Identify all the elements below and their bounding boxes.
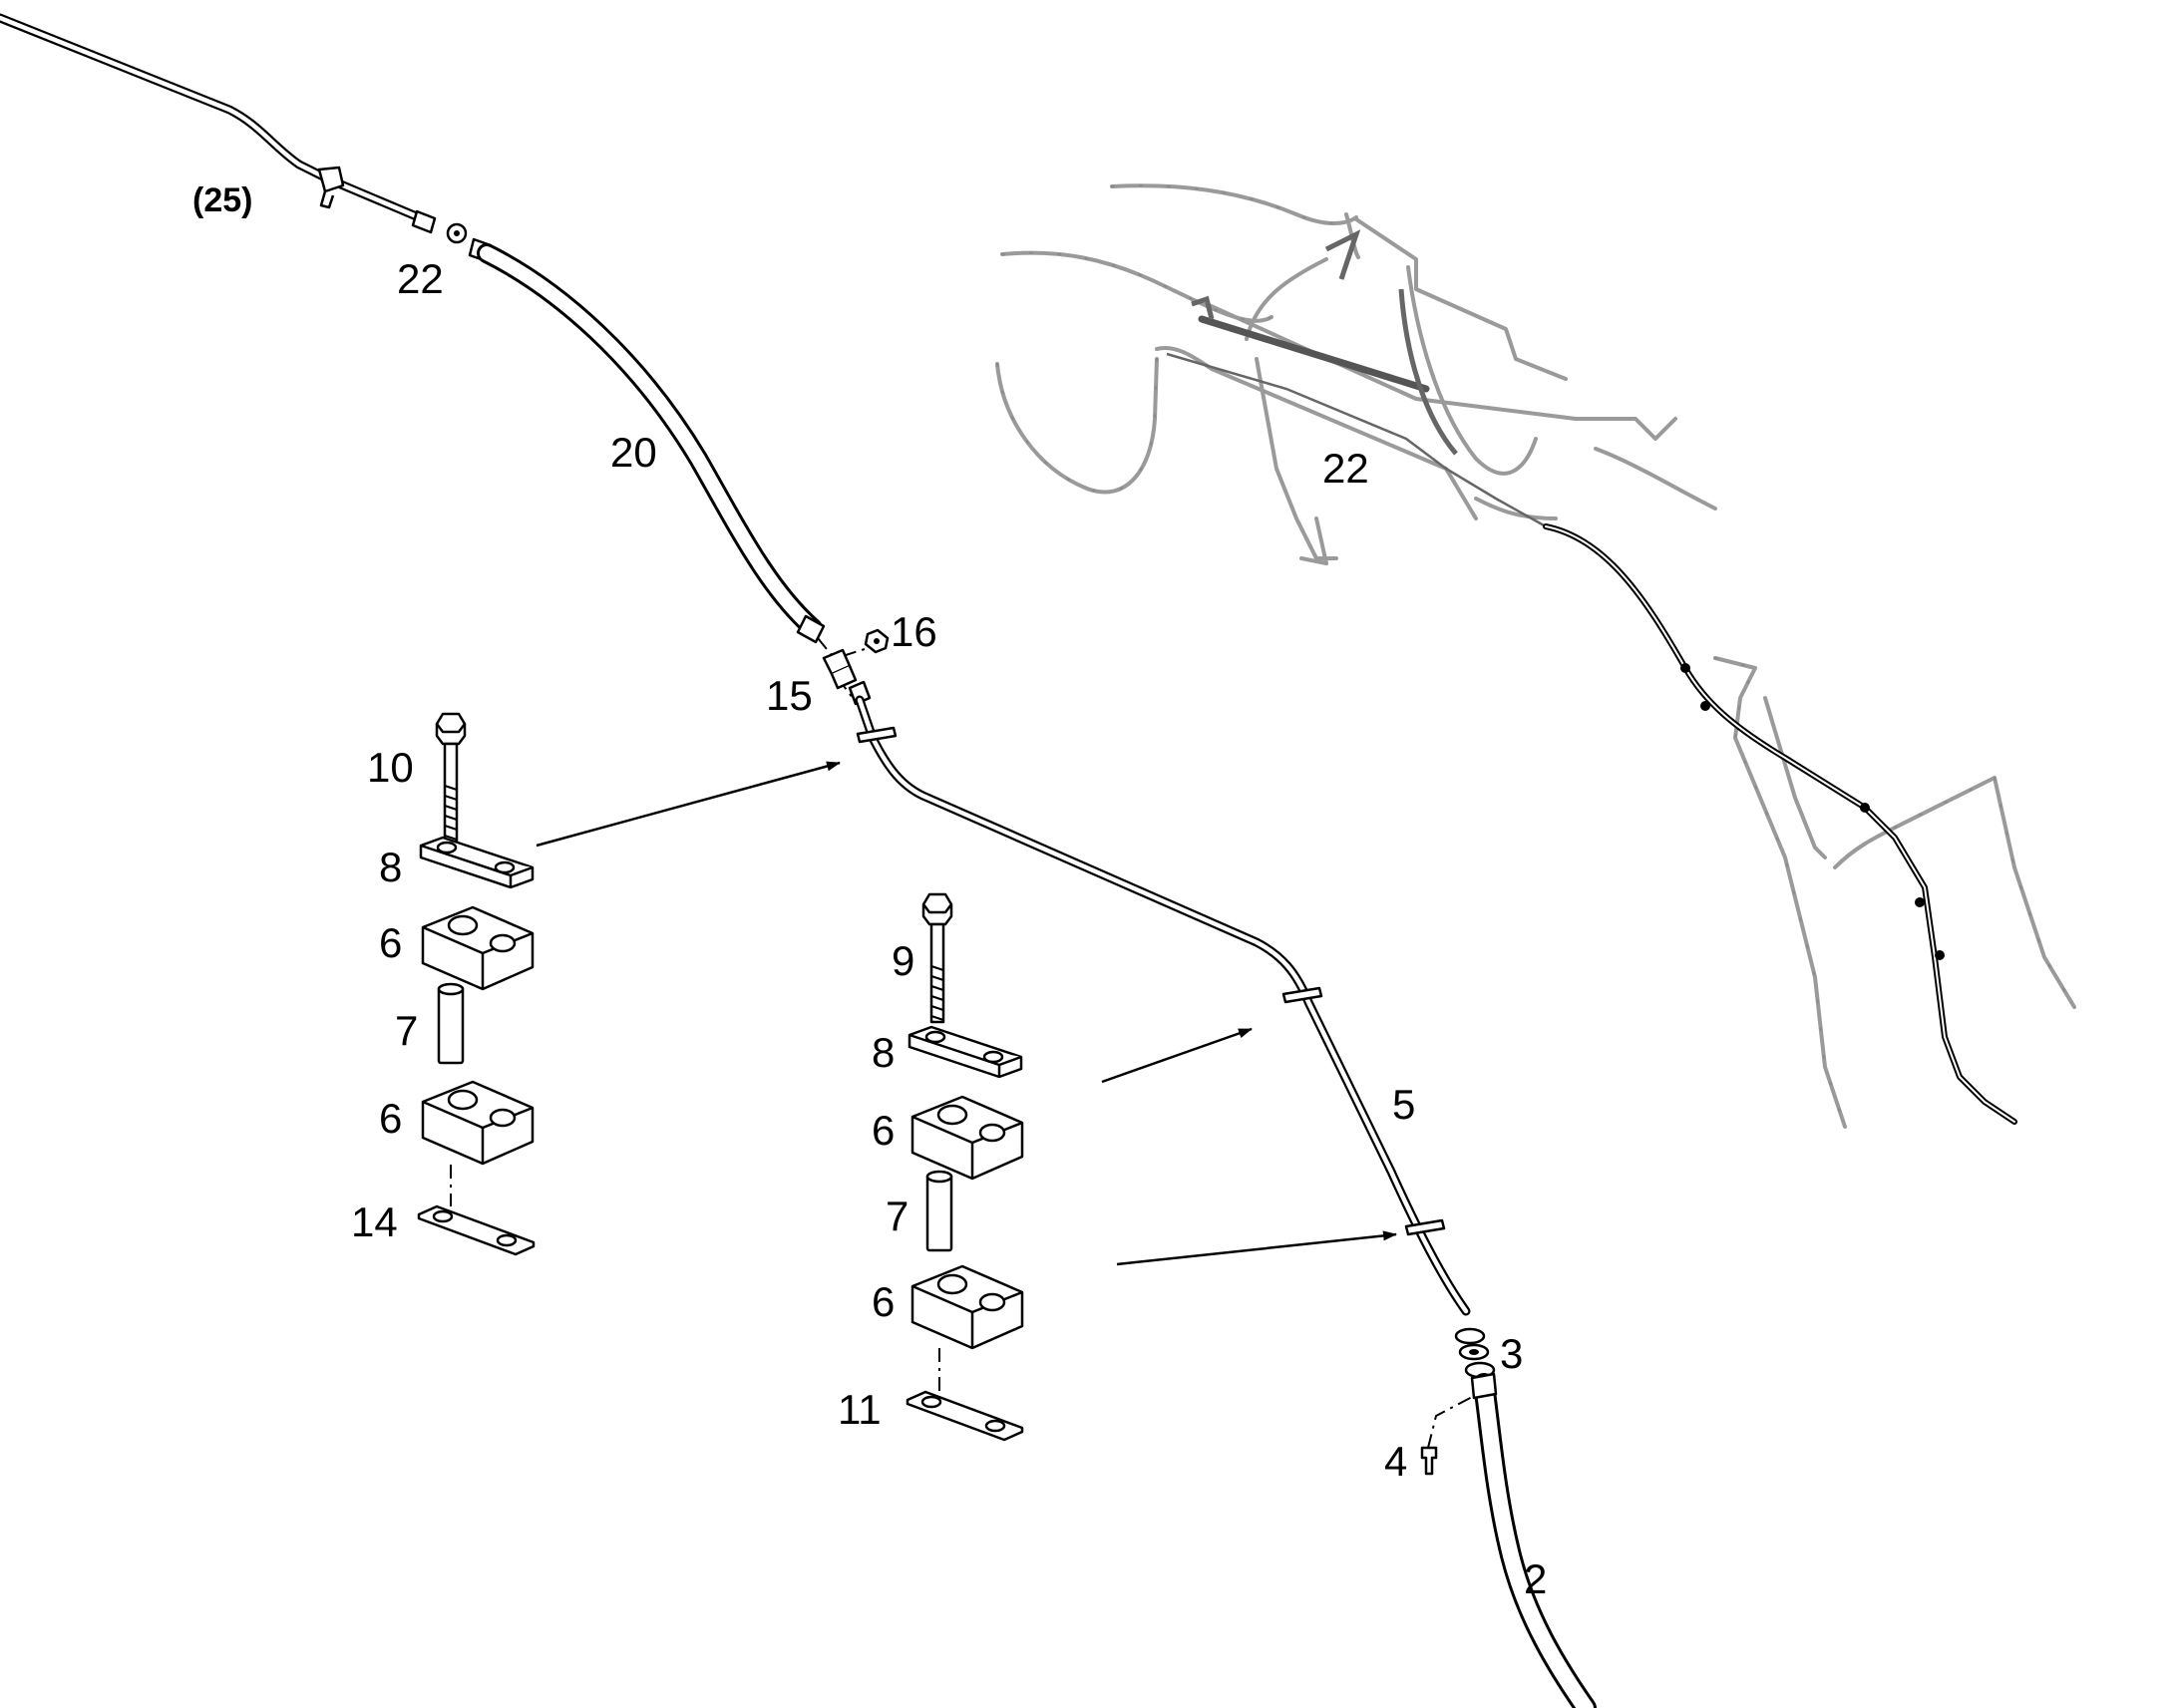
callout-15: 15 <box>766 672 813 719</box>
callout-6-right-lower: 6 <box>872 1278 895 1325</box>
callout-4: 4 <box>1384 1438 1407 1485</box>
callout-6-right-upper: 6 <box>872 1107 895 1154</box>
brake-line-assembly <box>0 13 1597 1708</box>
callout-8-left: 8 <box>379 844 402 890</box>
clamp-stack-left <box>417 712 536 1256</box>
callout-22: 22 <box>397 255 444 302</box>
callout-16: 16 <box>891 608 937 655</box>
callout-6-left-upper: 6 <box>379 919 402 966</box>
callout-3: 3 <box>1500 1330 1523 1377</box>
callout-11: 11 <box>838 1386 882 1433</box>
vehicle-overview-inset <box>995 183 2076 1129</box>
callout-20: 20 <box>610 429 657 476</box>
clamp-stack-right <box>906 892 1024 1442</box>
callout-10: 10 <box>367 744 414 791</box>
leader-arrows <box>536 761 1397 1266</box>
callout-8-right: 8 <box>872 1029 895 1076</box>
callout-7-left: 7 <box>395 1007 418 1054</box>
callout-14: 14 <box>351 1198 398 1245</box>
callout-9: 9 <box>892 937 914 984</box>
callout-22-inset: 22 <box>1322 445 1369 492</box>
callout-6-left-lower: 6 <box>379 1095 402 1142</box>
callout-25: (25) <box>192 181 252 219</box>
callout-labels: (25) 22 20 16 15 10 8 6 7 6 14 9 8 6 7 6… <box>192 181 1547 1602</box>
callout-7-right: 7 <box>886 1193 908 1239</box>
callout-2: 2 <box>1524 1555 1547 1602</box>
callout-5: 5 <box>1392 1081 1415 1128</box>
